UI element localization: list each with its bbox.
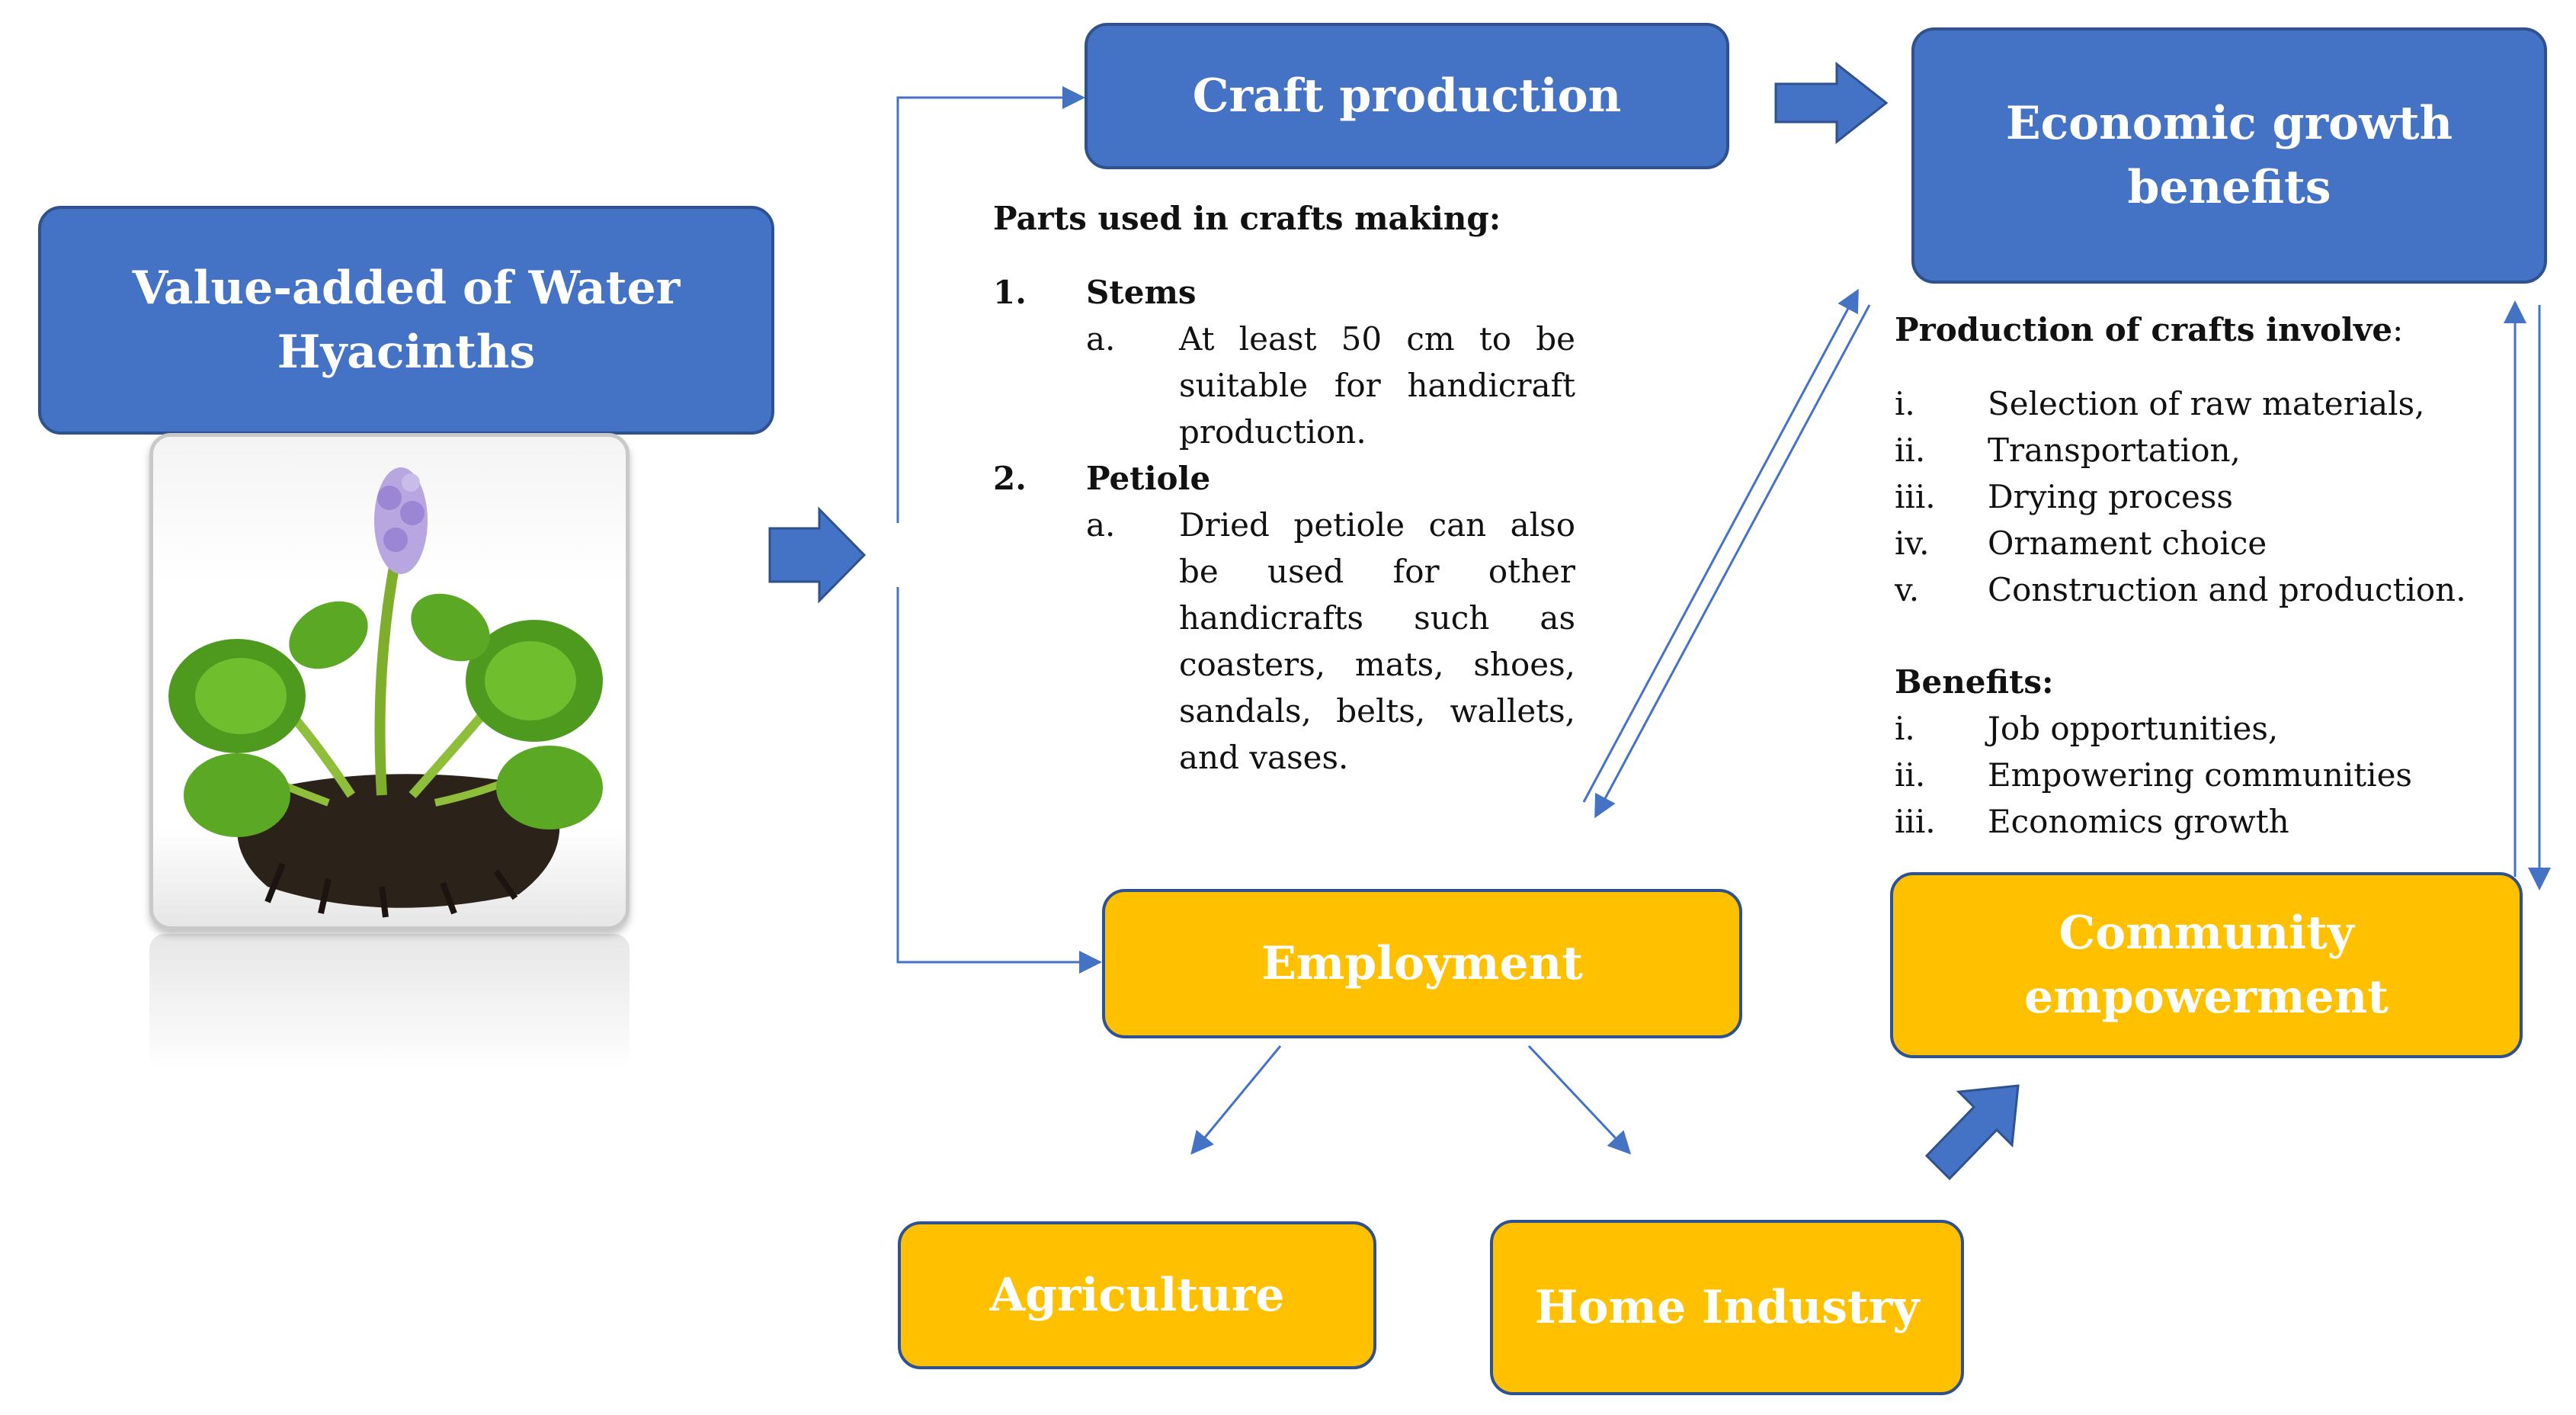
benefits-item: ii. Empowering communities [1895, 752, 2520, 798]
employment-label: Employment [1261, 937, 1583, 990]
value-added-label: Value-added of Water Hyacinths [132, 262, 681, 379]
branch-line-lower [896, 587, 1102, 974]
block-arrow-craft-to-economic [1774, 61, 1889, 145]
production-text-block: Production of crafts involve: i. Selectio… [1895, 306, 2520, 845]
parts-subitem-text: Dried petiole can also be used for other… [1179, 506, 1575, 776]
benefits-heading: Benefits: [1895, 663, 2054, 701]
production-item-number: i. [1895, 385, 1915, 422]
arrow-to-home-industry [1527, 1044, 1632, 1155]
production-item: v. Construction and production. [1895, 566, 2520, 613]
employment-box: Employment [1102, 889, 1742, 1038]
water-hyacinth-plant-icon [168, 467, 603, 918]
production-item: iv. Ornament choice [1895, 520, 2520, 566]
home-industry-box: Home Industry [1490, 1220, 1964, 1395]
community-empowerment-box: Community empowerment [1890, 872, 2523, 1058]
agriculture-label: Agriculture [989, 1269, 1285, 1322]
economic-growth-label: Economic growth benefits [2005, 97, 2453, 214]
branch-line [896, 86, 1085, 523]
production-item: iii. Drying process [1895, 473, 2520, 520]
parts-text-block: Parts used in crafts making: 1. Stems a.… [993, 195, 1575, 781]
block-arrow-to-community [1924, 1084, 2020, 1181]
parts-item-title: Stems [1086, 274, 1197, 311]
parts-item-title: Petiole [1086, 460, 1211, 497]
craft-production-box: Craft production [1085, 23, 1729, 169]
parts-item: 1. Stems [993, 269, 1575, 316]
production-item-text: Transportation, [1988, 432, 2241, 469]
production-item-text: Construction and production. [1988, 571, 2466, 608]
benefits-item-number: iii. [1895, 803, 1936, 840]
arrow-to-agriculture [1190, 1045, 1282, 1155]
benefits-item-text: Empowering communities [1988, 756, 2412, 794]
diagonal-arrow-up [1582, 288, 1859, 803]
image-reflection [149, 934, 630, 1071]
parts-subitem-letter: a. [1086, 320, 1116, 358]
diagonal-arrow-down [1594, 304, 1871, 819]
benefits-item-text: Economics growth [1988, 803, 2289, 840]
production-item: ii. Transportation, [1895, 427, 2520, 473]
benefits-item: iii. Economics growth [1895, 798, 2520, 845]
water-hyacinth-image [149, 433, 630, 930]
economic-growth-box: Economic growth benefits [1911, 27, 2547, 284]
production-heading: Production of crafts involve [1895, 311, 2393, 348]
parts-subitem: a. At least 50 cm to be suitable for han… [993, 316, 1575, 455]
production-item-text: Drying process [1988, 478, 2233, 515]
benefits-item-text: Job opportunities, [1988, 710, 2279, 747]
value-added-box: Value-added of Water Hyacinths [38, 206, 774, 435]
production-item: i. Selection of raw materials, [1895, 380, 2520, 427]
production-item-number: v. [1895, 571, 1920, 608]
parts-item: 2. Petiole [993, 455, 1575, 502]
parts-item-number: 1. [993, 274, 1027, 311]
production-item-number: iii. [1895, 478, 1936, 515]
parts-subitem-letter: a. [1086, 506, 1116, 544]
parts-subitem-text: At least 50 cm to be suitable for handic… [1179, 320, 1575, 451]
production-item-text: Selection of raw materials, [1988, 385, 2425, 422]
block-arrow-to-branch [768, 506, 867, 604]
community-empowerment-label: Community empowerment [2023, 906, 2389, 1024]
parts-heading: Parts used in crafts making: [993, 200, 1501, 237]
benefits-item-number: i. [1895, 710, 1915, 747]
craft-production-label: Craft production [1192, 69, 1622, 123]
parts-subitem: a. Dried petiole can also be used for ot… [993, 502, 1575, 781]
home-industry-label: Home Industry [1534, 1281, 1920, 1334]
production-heading-colon: : [2392, 311, 2404, 348]
production-item-number: ii. [1895, 432, 1926, 469]
parts-item-number: 2. [993, 460, 1027, 497]
benefits-item: i. Job opportunities, [1895, 705, 2520, 752]
benefits-item-number: ii. [1895, 756, 1926, 794]
production-heading-line: Production of crafts involve: [1895, 306, 2520, 353]
production-item-number: iv. [1895, 525, 1930, 562]
production-item-text: Ornament choice [1988, 525, 2267, 562]
agriculture-box: Agriculture [898, 1221, 1376, 1369]
